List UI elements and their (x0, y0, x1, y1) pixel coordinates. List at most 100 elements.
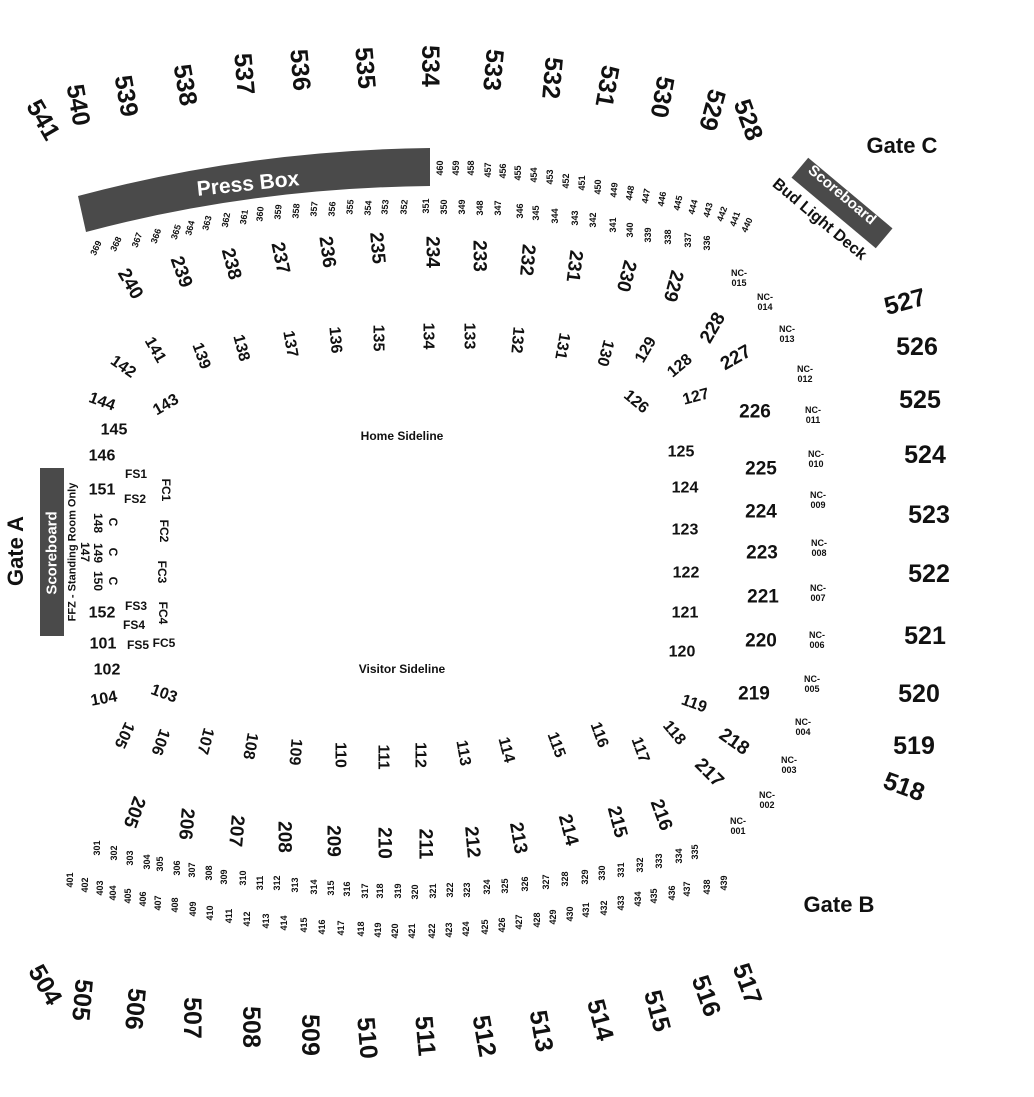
section-level300-346[interactable]: 346 (515, 203, 525, 218)
section-level200-229[interactable]: 229 (659, 268, 687, 304)
section-level300-347[interactable]: 347 (493, 200, 503, 215)
section-level300-307[interactable]: 307 (187, 862, 197, 877)
section-level300-356[interactable]: 356 (326, 201, 337, 217)
section-level500-505[interactable]: 505 (66, 978, 98, 1022)
section-level400-422[interactable]: 422 (427, 923, 437, 938)
section-level100-121[interactable]: 121 (672, 605, 699, 622)
section-level100-139[interactable]: 139 (188, 341, 213, 372)
section-level500-530[interactable]: 530 (645, 74, 680, 120)
section-level200-223[interactable]: 223 (746, 543, 778, 564)
section-level400-459[interactable]: 459 (451, 160, 461, 175)
section-level100-145[interactable]: 145 (101, 422, 128, 439)
section-field_corner-147[interactable]: 147 (78, 542, 92, 562)
section-level300-321[interactable]: 321 (428, 883, 438, 898)
section-level300-312[interactable]: 312 (272, 875, 282, 890)
section-level300-340[interactable]: 340 (625, 222, 635, 237)
section-level200-208[interactable]: 208 (274, 821, 295, 853)
section-level500-536[interactable]: 536 (284, 48, 316, 92)
section-level500-524[interactable]: 524 (904, 441, 946, 469)
section-level500-529[interactable]: 529 (693, 86, 731, 134)
section-level400-411[interactable]: 411 (224, 909, 234, 924)
section-level300-301[interactable]: 301 (92, 840, 102, 855)
section-level400-431[interactable]: 431 (581, 902, 591, 917)
section-field_corner-FC3[interactable]: FC3 (155, 561, 169, 584)
section-level200-227[interactable]: 227 (717, 341, 755, 375)
section-level300-328[interactable]: 328 (560, 871, 570, 886)
section-level200-212[interactable]: 212 (460, 825, 484, 858)
section-level400-402[interactable]: 402 (80, 877, 90, 892)
section-field_corner-FS1[interactable]: FS1 (125, 467, 147, 481)
section-level400-442[interactable]: 442 (715, 205, 730, 223)
section-level400-455[interactable]: 455 (513, 165, 523, 180)
section-level300-362[interactable]: 362 (220, 212, 232, 229)
section-nc-NC012[interactable]: NC-012 (797, 364, 813, 384)
section-level300-344[interactable]: 344 (550, 208, 560, 223)
section-level400-406[interactable]: 406 (138, 891, 148, 906)
section-level100-143[interactable]: 143 (150, 391, 182, 419)
section-level200-213[interactable]: 213 (505, 821, 531, 856)
section-level300-330[interactable]: 330 (597, 865, 607, 880)
section-level300-363[interactable]: 363 (200, 214, 214, 231)
section-level400-414[interactable]: 414 (279, 915, 289, 930)
section-level400-447[interactable]: 447 (640, 188, 652, 205)
section-level300-317[interactable]: 317 (360, 883, 370, 898)
section-nc-NC010[interactable]: NC-010 (808, 449, 824, 469)
section-nc-NC015[interactable]: NC-015 (731, 268, 747, 288)
section-level500-520[interactable]: 520 (898, 680, 940, 708)
section-level100-137[interactable]: 137 (279, 329, 300, 358)
section-level200-240[interactable]: 240 (113, 265, 147, 303)
section-level300-351[interactable]: 351 (421, 198, 431, 213)
section-level500-528[interactable]: 528 (728, 96, 769, 145)
section-level400-450[interactable]: 450 (593, 179, 603, 194)
section-level200-210[interactable]: 210 (374, 827, 395, 859)
section-level400-416[interactable]: 416 (317, 919, 327, 934)
section-level400-407[interactable]: 407 (153, 895, 163, 910)
section-field_corner-148[interactable]: 148 (91, 513, 105, 533)
section-nc-NC001[interactable]: NC-001 (730, 816, 746, 836)
section-level500-511[interactable]: 511 (409, 1015, 440, 1058)
section-level100-138[interactable]: 138 (229, 333, 252, 363)
section-level100-107[interactable]: 107 (193, 726, 216, 756)
section-field_corner-FC5[interactable]: FC5 (153, 636, 176, 650)
section-level200-211[interactable]: 211 (415, 829, 436, 860)
section-level200-205[interactable]: 205 (119, 794, 150, 831)
section-level400-460[interactable]: 460 (435, 160, 445, 175)
section-level500-516[interactable]: 516 (686, 972, 727, 1021)
section-level100-106[interactable]: 106 (147, 727, 172, 758)
section-level500-504[interactable]: 504 (22, 960, 67, 1010)
section-level100-131[interactable]: 131 (551, 331, 572, 360)
section-level300-304[interactable]: 304 (142, 854, 152, 869)
section-field_corner-FC2[interactable]: FC2 (157, 520, 171, 543)
section-level200-216[interactable]: 216 (646, 797, 677, 834)
section-nc-NC014[interactable]: NC-014 (757, 292, 773, 312)
section-level400-449[interactable]: 449 (608, 182, 619, 198)
section-level300-303[interactable]: 303 (125, 850, 135, 865)
section-level500-510[interactable]: 510 (351, 1016, 383, 1060)
section-level200-232[interactable]: 232 (515, 243, 539, 276)
section-level400-451[interactable]: 451 (577, 175, 587, 190)
section-level300-341[interactable]: 341 (608, 217, 618, 232)
section-level200-207[interactable]: 207 (224, 814, 248, 847)
section-level300-367[interactable]: 367 (130, 231, 145, 249)
section-level300-315[interactable]: 315 (326, 880, 336, 895)
section-level300-338[interactable]: 338 (663, 229, 673, 244)
section-level500-538[interactable]: 538 (168, 62, 203, 108)
section-level400-439[interactable]: 439 (719, 875, 729, 890)
section-field_corner-149[interactable]: 149 (91, 543, 105, 563)
section-level100-113[interactable]: 113 (452, 739, 473, 767)
section-level400-456[interactable]: 456 (498, 163, 508, 178)
section-field_corner-FS2[interactable]: FS2 (124, 492, 146, 506)
section-level200-221[interactable]: 221 (747, 587, 779, 608)
section-level400-438[interactable]: 438 (702, 879, 712, 894)
section-nc-NC002[interactable]: NC-002 (759, 790, 775, 810)
section-level100-112[interactable]: 112 (412, 742, 429, 768)
section-nc-NC009[interactable]: NC-009 (810, 490, 826, 510)
section-level300-314[interactable]: 314 (309, 879, 319, 894)
section-level300-342[interactable]: 342 (588, 212, 598, 227)
section-level400-410[interactable]: 410 (205, 905, 215, 920)
section-level100-152[interactable]: 152 (89, 605, 116, 622)
section-level300-318[interactable]: 318 (375, 883, 385, 898)
section-level200-214[interactable]: 214 (554, 812, 583, 848)
section-level300-343[interactable]: 343 (570, 210, 580, 225)
section-level100-146[interactable]: 146 (89, 448, 116, 465)
